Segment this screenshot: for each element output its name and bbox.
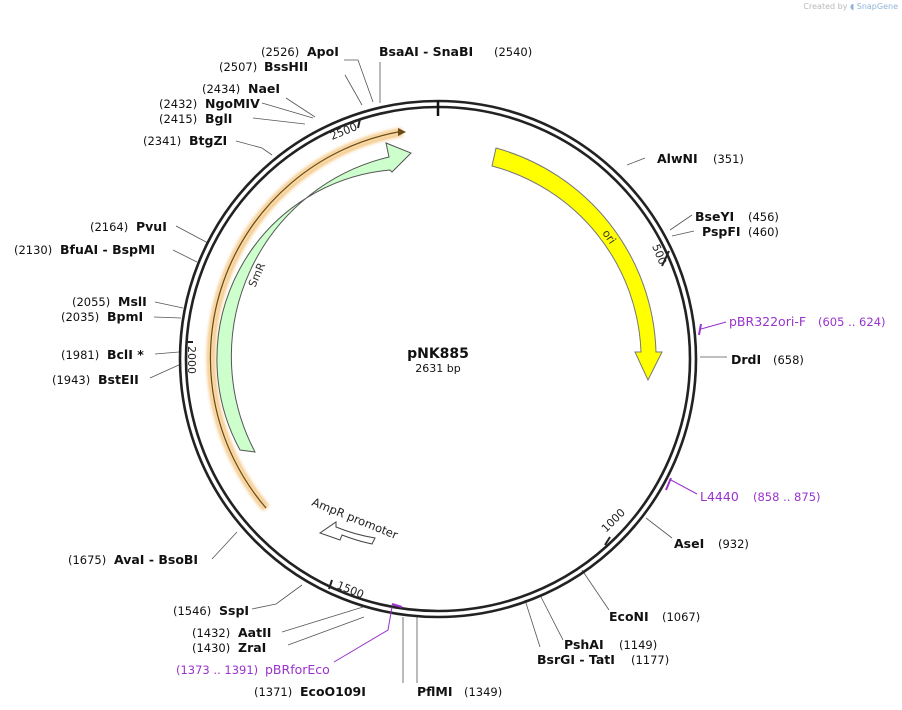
backbone — [178, 99, 698, 619]
credit-brand: SnapGene — [856, 2, 898, 11]
plasmid-name: pNK885 — [407, 346, 469, 362]
primer-l4440-range: (858 .. 875) — [753, 490, 821, 504]
plasmid-size: 2631 bp — [415, 362, 460, 375]
site-apoi-pos: (2526) — [261, 45, 299, 59]
site-ngomiv-name: NgoMIV — [205, 96, 260, 111]
site-alwni-pos: (351) — [713, 152, 744, 166]
site-bpmi-name: BpmI — [107, 309, 143, 324]
site-pvui-name: PvuI — [136, 219, 167, 234]
site-aatii-name: AatII — [238, 625, 271, 640]
site-pspfi-pos: (460) — [748, 225, 779, 239]
site-sspi-pos: (1546) — [173, 604, 211, 618]
snapgene-credit: Created by ◖ SnapGene — [803, 2, 898, 11]
snapgene-logo-icon: ◖ — [849, 2, 855, 11]
primer-pbr322ori-f-range: (605 .. 624) — [818, 315, 886, 329]
site-bsaai-snabi-name: BsaAI - SnaBI — [379, 44, 473, 59]
credit-prefix: Created by — [803, 2, 848, 11]
site-pshai-name: PshAI — [564, 637, 604, 652]
primer-pbrforeco-name: pBRforEco — [265, 662, 330, 677]
site-apoi-name: ApoI — [307, 44, 339, 59]
site-drdi-pos: (658) — [773, 353, 804, 367]
site-aatii-pos: (1432) — [192, 626, 230, 640]
site-bsrgi-tati-pos: (1177) — [631, 653, 669, 667]
site-avai-bsobi-name: AvaI - BsoBI — [114, 552, 198, 567]
site-pflmi-pos: (1349) — [464, 685, 502, 699]
site-bsaai-snabi-pos: (2540) — [494, 45, 532, 59]
site-bcli-pos: (1981) — [61, 348, 99, 362]
site-bseyi-pos: (456) — [748, 210, 779, 224]
site-bgli-name: BglI — [205, 111, 232, 126]
tick-500-label: 500 — [649, 242, 669, 266]
primer-l4440-name: L4440 — [700, 489, 739, 504]
feature-ampr-promoter: AmpR promoter — [310, 495, 400, 545]
site-ngomiv-pos: (2432) — [159, 97, 197, 111]
site-bfuai-bspmi-pos: (2130) — [14, 243, 52, 257]
feature-ori: ori — [491, 147, 663, 382]
site-bseyi-name: BseYI — [695, 209, 734, 224]
primer-pbrforeco: pBRforEco (1373 .. 1391) — [176, 603, 403, 677]
site-bcli-name: BclI * — [107, 347, 144, 362]
primer-pbrforeco-range: (1373 .. 1391) — [176, 663, 258, 677]
site-asei-pos: (932) — [718, 537, 749, 551]
site-bsrgi-tati-name: BsrGI - TatI — [537, 652, 615, 667]
tick-1500-mark — [328, 579, 333, 590]
site-ecoo109i-pos: (1371) — [254, 685, 292, 699]
site-msli-pos: (2055) — [72, 295, 110, 309]
site-pshai-pos: (1149) — [619, 638, 657, 652]
site-btgzi-pos: (2341) — [143, 134, 181, 148]
tick-2500-mark — [357, 118, 361, 129]
site-naei-name: NaeI — [248, 81, 280, 96]
site-msli-name: MslI — [118, 294, 147, 309]
site-connectors — [149, 59, 727, 683]
site-zrai-name: ZraI — [238, 640, 266, 655]
site-avai-bsobi-pos: (1675) — [68, 553, 106, 567]
site-pflmi-name: PflMI — [417, 684, 453, 699]
site-alwni-name: AlwNI — [657, 151, 698, 166]
site-bsteii-pos: (1943) — [52, 373, 90, 387]
site-bpmi-pos: (2035) — [61, 310, 99, 324]
tick-2000-label: 2000 — [185, 346, 198, 374]
primers: pBR322ori-F (605 .. 624) L4440 (858 .. 8… — [176, 314, 886, 677]
site-bsteii-name: BstEII — [98, 372, 139, 387]
orf-arrowhead — [398, 128, 406, 136]
orf-outline — [206, 128, 406, 511]
site-zrai-pos: (1430) — [192, 641, 230, 655]
feature-smr: SmR — [216, 142, 412, 453]
site-pspfi-name: PspFI — [702, 224, 741, 239]
tick-1000-mark — [604, 536, 611, 546]
site-naei-pos: (2434) — [202, 82, 240, 96]
tick-500-mark — [661, 250, 670, 267]
site-econi-name: EcoNI — [609, 609, 649, 624]
site-pvui-pos: (2164) — [90, 220, 128, 234]
site-bsshii-pos: (2507) — [219, 60, 257, 74]
site-econi-pos: (1067) — [662, 610, 700, 624]
site-bfuai-bspmi-name: BfuAI - BspMI — [60, 242, 155, 257]
site-bsshii-name: BssHII — [264, 59, 308, 74]
primer-l4440: L4440 (858 .. 875) — [665, 477, 821, 504]
site-btgzi-name: BtgZI — [189, 133, 227, 148]
primer-pbr322ori-f: pBR322ori-F (605 .. 624) — [698, 314, 886, 336]
site-bgli-pos: (2415) — [159, 112, 197, 126]
site-asei-name: AseI — [674, 536, 704, 551]
site-ecoo109i-name: EcoO109I — [300, 684, 366, 699]
site-drdi-name: DrdI — [731, 352, 761, 367]
primer-pbr322ori-f-name: pBR322ori-F — [729, 314, 806, 329]
site-sspi-name: SspI — [219, 603, 249, 618]
